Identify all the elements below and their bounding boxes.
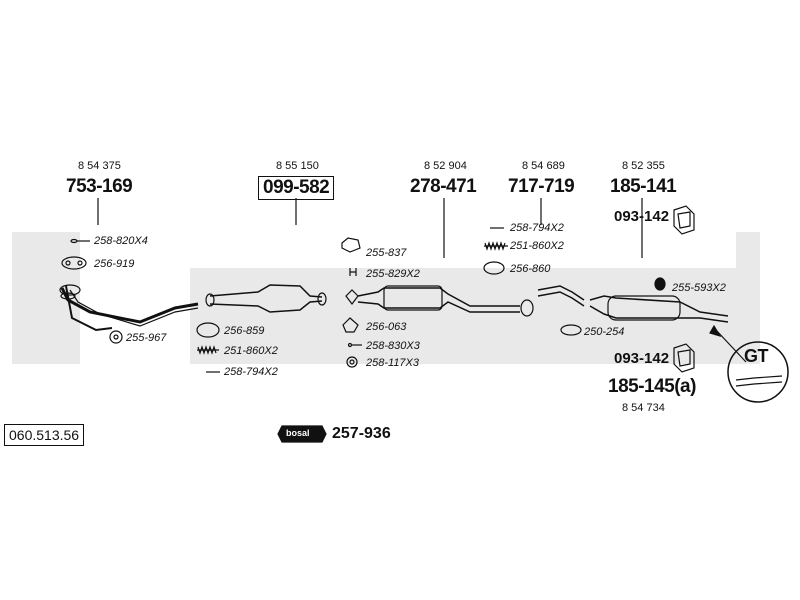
accessory-c1: 255-837	[366, 247, 407, 259]
bracket-bottom-part: 093-142	[614, 350, 670, 367]
bracket-top-part: 093-142	[614, 208, 670, 225]
accessory-b3: 258-794X2	[224, 366, 278, 378]
accessory-d2: 251-860X2	[510, 240, 564, 252]
catalog-number: 060.513.56	[4, 424, 85, 446]
accessory-a3: 255-967	[126, 332, 167, 344]
group1-part: 753-169	[66, 176, 133, 197]
brand-logo-text: bosal	[286, 428, 310, 438]
accessory-d3: 256-860	[510, 263, 551, 275]
accessory-c2: 255-829X2	[366, 268, 420, 280]
group5-ref: 8 52 355	[622, 160, 665, 172]
accessory-b2: 251-860X2	[224, 345, 278, 357]
rear-silencer-ref: 8 54 734	[622, 402, 665, 414]
gt-label: GT	[744, 346, 769, 366]
rear-silencer-part: 185-145(a)	[608, 376, 696, 397]
group2-part: 099-582	[258, 176, 335, 200]
accessory-c3: 256-063	[366, 321, 407, 333]
accessory-b1: 256-859	[224, 325, 265, 337]
group5-part: 185-141	[610, 176, 677, 197]
group4-part: 717-719	[508, 176, 575, 197]
accessory-d1: 258-794X2	[510, 222, 564, 234]
group3-ref: 8 52 904	[424, 160, 467, 172]
accessory-a2: 256-919	[94, 258, 135, 270]
group2-ref: 8 55 150	[276, 160, 319, 172]
accessory-c5: 258-117X3	[366, 357, 420, 369]
background-band-center	[190, 268, 736, 364]
accessory-a1: 258-820X4	[94, 235, 148, 247]
accessory-e2: 250-254	[584, 326, 625, 338]
group3-part: 278-471	[410, 176, 477, 197]
brand-part: 257-936	[332, 425, 391, 442]
accessory-c4: 258-830X3	[366, 340, 420, 352]
accessory-e1: 255-593X2	[672, 282, 726, 294]
group4-ref: 8 54 689	[522, 160, 565, 172]
group1-ref: 8 54 375	[78, 160, 121, 172]
